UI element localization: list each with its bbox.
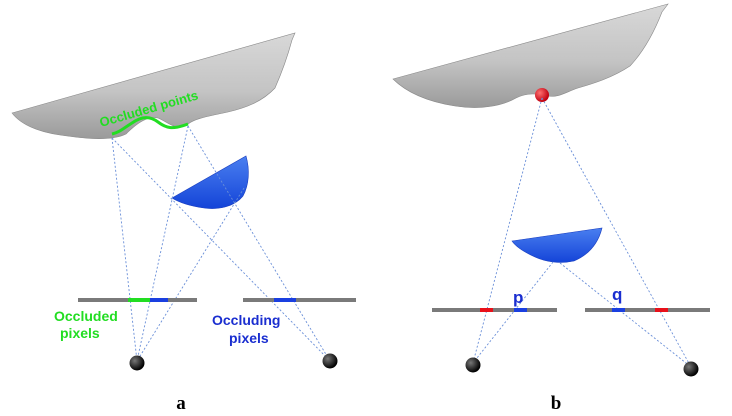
camera-right-b [683,361,699,377]
occluding-pixels-label-line2: pixels [229,330,269,346]
scene-surface-a [11,32,296,139]
occluder-object-b [511,227,603,263]
panel-label-a: a [176,393,186,414]
rays-b [472,97,692,368]
pixel-q-label: q [612,285,622,304]
surface-point-red [535,88,549,102]
pixel-p-label: p [513,288,523,307]
occluder-object-a [171,155,249,209]
camera-left-b [465,357,481,373]
occluded-pixels-label-line1: Occluded [54,308,118,324]
panel-label-b: b [551,393,562,414]
occluded-points-curve [111,116,189,136]
camera-left-a [129,355,145,371]
scene-surface-b [392,3,669,108]
rays-a [111,125,331,362]
panel-b: p q b [392,3,710,414]
occluded-pixels-label-line2: pixels [60,325,100,341]
occluding-pixels-label-line1: Occluding [212,312,280,328]
camera-right-a [322,353,338,369]
panel-a: Occluded points Occluded pixels Occludin… [11,32,356,414]
